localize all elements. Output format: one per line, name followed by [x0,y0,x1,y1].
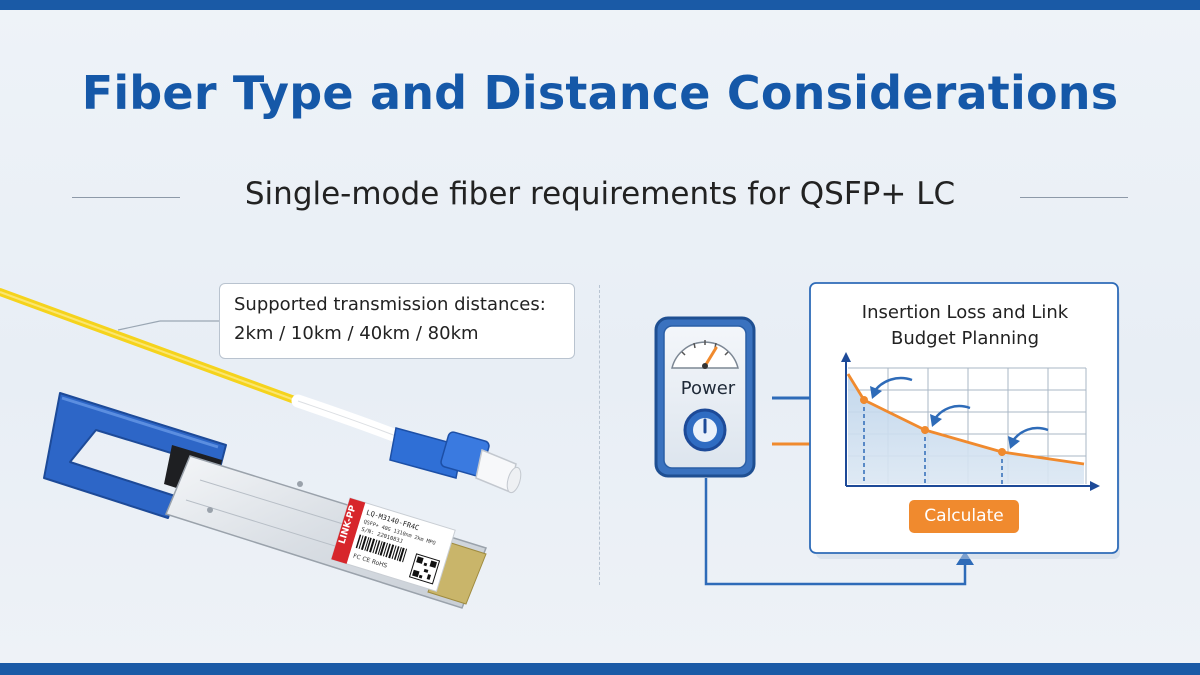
barcode-icon [355,534,408,563]
curved-arrow-icon [870,376,1049,449]
loss-point [998,448,1006,456]
chart-title-line-1: Insertion Loss and Link [861,302,1069,323]
bottom-accent-bar [0,663,1200,675]
top-accent-bar [0,0,1200,10]
chart-axes [841,352,1100,491]
fiber-cable [0,288,403,443]
gauge-icon [671,340,739,369]
loss-point [921,426,929,434]
callout-distances: 2km / 10km / 40km / 80km [234,323,479,344]
qsfp-module: LINK-PP LQ-M3140-FR4C QSFP+ 40G 1310nm 2… [43,392,487,609]
callout-heading: Supported transmission distances: [234,294,546,315]
segment-markers [863,400,1003,484]
distance-callout: Supported transmission distances: 2km / … [219,283,575,359]
loss-point [860,396,868,404]
section-divider [599,285,600,585]
callout-leader [117,320,219,331]
power-meter [654,316,756,478]
power-meter-label: Power [680,378,736,399]
calculate-button[interactable]: Calculate [909,500,1019,533]
page-title: Fiber Type and Distance Considerations [81,66,1119,120]
subtitle-rule-right [1020,197,1128,198]
qr-code-icon [408,553,441,585]
subtitle-rule-left [72,197,180,198]
loss-chart [841,352,1100,491]
chart-title: Insertion Loss and Link Budget Planning [830,300,1100,352]
subtitle-row: Single-mode fiber requirements for QSFP+… [0,176,1200,220]
power-knob-icon[interactable] [683,408,727,452]
lc-connector [389,427,522,494]
page-subtitle: Single-mode fiber requirements for QSFP+… [244,176,956,212]
chart-title-line-2: Budget Planning [891,328,1039,349]
